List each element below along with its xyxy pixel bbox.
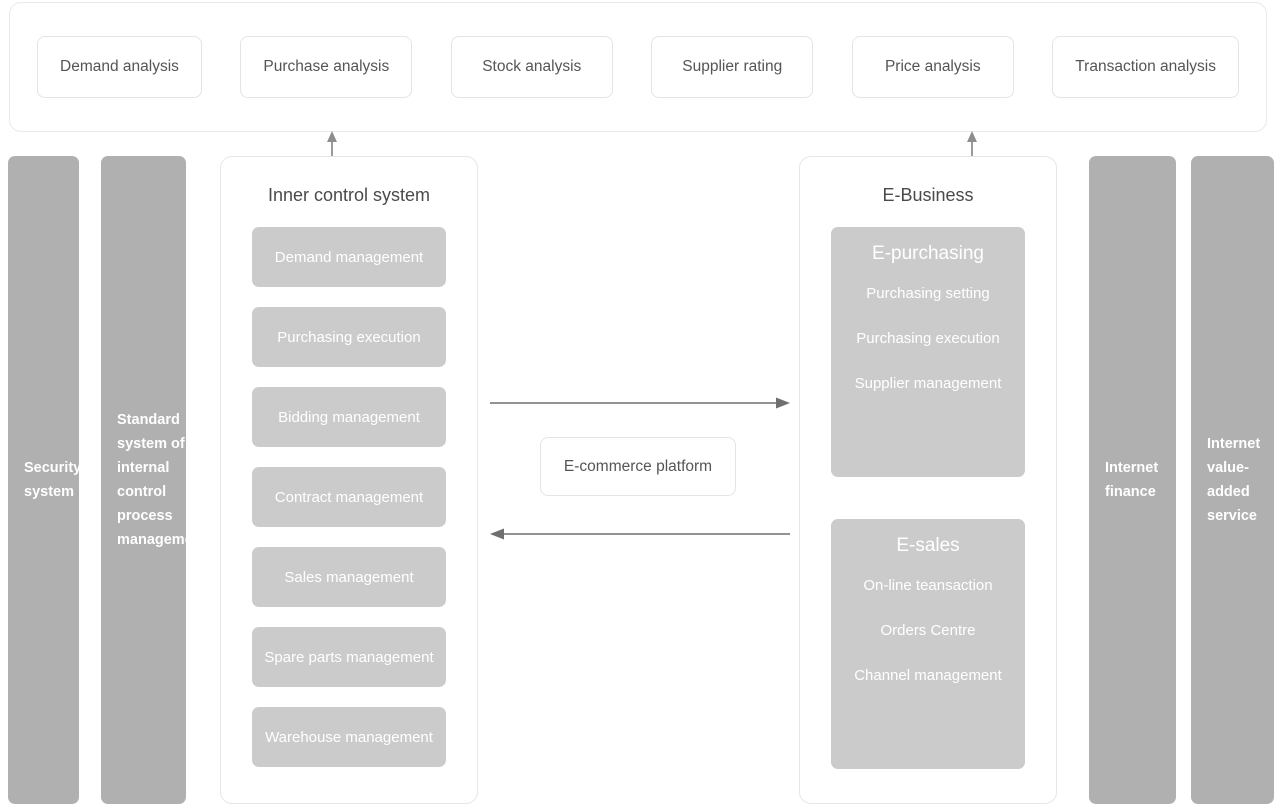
group-item-orders-centre[interactable]: Orders Centre	[880, 622, 976, 639]
panel-title-inner-control: Inner control system	[267, 185, 431, 205]
side-column-standard-system[interactable]: Standard system of internal control proc…	[101, 156, 206, 804]
card-ecommerce-platform[interactable]: E-commerce platform	[540, 437, 736, 496]
side-column-label: Internet value-added service	[1207, 436, 1261, 524]
module-demand-management[interactable]: Demand management	[252, 227, 446, 287]
module-purchasing-execution[interactable]: Purchasing execution	[252, 307, 446, 367]
module-bidding-management[interactable]: Bidding management	[252, 387, 446, 447]
module-label: Bidding management	[278, 408, 420, 426]
module-label: Sales management	[284, 568, 414, 586]
analysis-card-label: Price analysis	[884, 58, 981, 75]
side-column-security-system[interactable]: Security system	[8, 156, 82, 804]
module-label: Contract management	[274, 488, 424, 506]
panel-ebusiness: E-Business E-purchasing Purchasing setti…	[799, 156, 1057, 804]
group-item-purchasing-execution[interactable]: Purchasing execution	[856, 330, 1000, 347]
group-e-purchasing[interactable]: E-purchasing Purchasing setting Purchasi…	[831, 227, 1025, 477]
module-list-inner-control: Demand management Purchasing execution B…	[221, 227, 477, 767]
analysis-card-supplier-rating[interactable]: Supplier rating	[651, 36, 814, 98]
group-title-e-purchasing: E-purchasing	[872, 243, 984, 264]
analysis-card-demand[interactable]: Demand analysis	[37, 36, 202, 98]
analysis-card-price[interactable]: Price analysis	[851, 36, 1014, 98]
group-e-sales[interactable]: E-sales On-line teansaction Orders Centr…	[831, 519, 1025, 769]
analysis-bar-inner: Demand analysis Purchase analysis Stock …	[10, 3, 1266, 131]
group-item-channel-management[interactable]: Channel management	[854, 667, 1002, 684]
group-title-e-sales: E-sales	[896, 535, 960, 556]
module-label: Warehouse management	[265, 728, 433, 746]
arrow-up-icon-inner-control	[325, 131, 339, 157]
arrow-left-icon-to-inner-control	[490, 527, 790, 541]
module-spare-parts-management[interactable]: Spare parts management	[252, 627, 446, 687]
analysis-bar: Demand analysis Purchase analysis Stock …	[9, 2, 1267, 132]
analysis-card-label: Supplier rating	[682, 58, 783, 75]
analysis-card-transaction[interactable]: Transaction analysis	[1052, 36, 1239, 98]
group-item-online-transaction[interactable]: On-line teansaction	[863, 577, 993, 594]
card-ecommerce-platform-label: E-commerce platform	[563, 457, 713, 475]
side-column-internet-value-added-service[interactable]: Internet value-added service	[1191, 156, 1274, 804]
analysis-card-label: Purchase analysis	[263, 58, 390, 75]
analysis-card-label: Transaction analysis	[1075, 58, 1216, 75]
module-label: Demand management	[274, 248, 424, 266]
analysis-card-label: Demand analysis	[60, 58, 179, 75]
arrow-up-icon-ebusiness	[965, 131, 979, 157]
side-column-label: Security system	[24, 460, 82, 500]
side-column-internet-finance[interactable]: Internet finance	[1089, 156, 1176, 804]
module-label: Spare parts management	[264, 648, 434, 666]
arrow-right-icon-to-ebusiness	[490, 396, 790, 410]
module-label: Purchasing execution	[277, 328, 421, 346]
panel-title-ebusiness: E-Business	[882, 185, 974, 205]
analysis-card-purchase[interactable]: Purchase analysis	[240, 36, 413, 98]
group-item-purchasing-setting[interactable]: Purchasing setting	[866, 285, 990, 302]
group-item-supplier-management[interactable]: Supplier management	[854, 375, 1002, 392]
module-sales-management[interactable]: Sales management	[252, 547, 446, 607]
panel-inner-control-system: Inner control system Demand management P…	[220, 156, 478, 804]
analysis-card-label: Stock analysis	[482, 58, 582, 75]
side-column-label: Standard system of internal control proc…	[117, 412, 207, 548]
side-column-label: Internet finance	[1105, 460, 1159, 500]
analysis-card-stock[interactable]: Stock analysis	[450, 36, 613, 98]
module-warehouse-management[interactable]: Warehouse management	[252, 707, 446, 767]
module-contract-management[interactable]: Contract management	[252, 467, 446, 527]
